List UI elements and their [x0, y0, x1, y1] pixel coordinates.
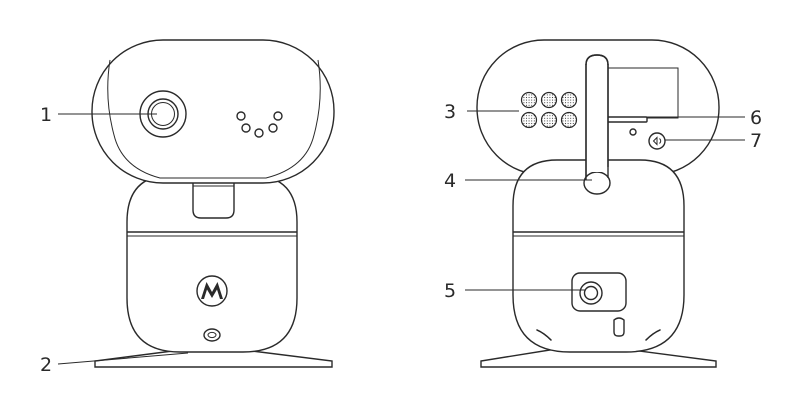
callout-2-base: 2 [40, 354, 52, 376]
camera-body-front [126, 174, 298, 353]
leader-lines [57, 110, 745, 365]
callout-6-card-slot: 6 [750, 107, 762, 129]
camera-front-view [91, 39, 335, 368]
speaker-grille [520, 91, 578, 129]
callout-5-power-socket: 5 [444, 280, 456, 302]
callout-4-antenna: 4 [444, 170, 456, 192]
camera-body-back [512, 159, 685, 353]
sensor-dots [236, 111, 283, 138]
callout-3-speaker: 3 [444, 101, 456, 123]
camera-back-view [476, 39, 720, 368]
camera-head-front [91, 39, 335, 184]
power-socket [571, 272, 627, 312]
front-bottom-hole [203, 328, 221, 342]
motorola-logo [196, 275, 228, 307]
antenna [583, 54, 611, 195]
callout-7-pair-button: 7 [750, 130, 762, 152]
callout-1-lens: 1 [40, 104, 52, 126]
callout-labels: 1 2 3 4 5 6 7 [40, 101, 762, 376]
